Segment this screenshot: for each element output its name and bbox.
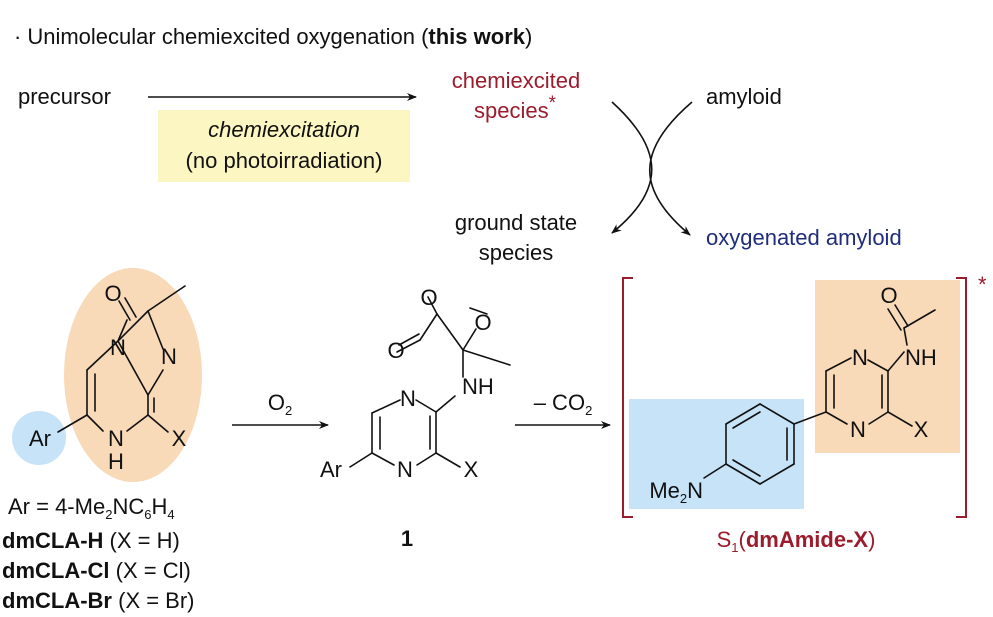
o2-reagent: O2	[268, 390, 292, 418]
dioxetanone-atom-N2: N	[397, 457, 413, 482]
carbonyl-atom-O: O	[387, 338, 404, 363]
cross-arrow-left	[611, 101, 653, 234]
product-atom-N2: N	[850, 417, 866, 442]
dioxetanone-atom-X: X	[464, 457, 479, 482]
dmcla-atom-N-pyrazine: N	[108, 426, 124, 451]
dmcla-atom-Ar: Ar	[29, 426, 51, 451]
no-photoirradiation-label: (no photoirradiation)	[186, 148, 383, 173]
excited-state-asterisk: *	[978, 272, 987, 297]
dioxetane-atom-O2: O	[474, 310, 491, 335]
product-atom-NH: NH	[905, 345, 937, 370]
product-label: S1(dmAmide-X)	[717, 527, 876, 555]
chemiexcited-species-line2: species*	[474, 93, 557, 123]
ground-state-line1: ground state	[455, 210, 577, 235]
dioxetane-atom-O1: O	[420, 285, 437, 310]
dioxetanone-atom-Ar: Ar	[320, 457, 342, 482]
compound-dmcla-h: dmCLA-H (X = H)	[2, 528, 180, 553]
compound-dmcla-br: dmCLA-Br (X = Br)	[2, 588, 195, 613]
dioxetanone-atom-N1: N	[400, 386, 416, 411]
bracket-right	[956, 277, 967, 518]
product-atom-N1: N	[852, 345, 868, 370]
compound-1-label: 1	[401, 526, 413, 551]
ground-state-line2: species	[479, 240, 554, 265]
dimethylaniline-highlight	[629, 399, 804, 509]
dmcla-skeleton	[57, 285, 186, 433]
oxygenated-amyloid-label: oxygenated amyloid	[706, 225, 902, 250]
dmcla-atom-N-bridge: N	[110, 335, 126, 360]
dmcla-atom-H: H	[108, 449, 124, 474]
dioxetanone-skeleton	[349, 296, 511, 468]
dmcla-atom-O: O	[104, 281, 121, 306]
dioxetanone-atom-NH: NH	[462, 374, 494, 399]
dmcla-atom-N-imidazole: N	[161, 344, 177, 369]
compound-dmcla-cl: dmCLA-Cl (X = Cl)	[2, 558, 191, 583]
co2-reagent: – CO2	[534, 390, 593, 418]
chemiexcited-species-line1: chemiexcited	[452, 68, 580, 93]
product-atom-X: X	[914, 417, 929, 442]
precursor-label: precursor	[18, 84, 111, 109]
bracket-left	[622, 277, 633, 518]
ar-definition: Ar = 4-Me2NC6H4	[8, 494, 175, 522]
aryl-highlight	[12, 411, 66, 465]
chemiexcitation-highlight	[158, 110, 410, 182]
imidazopyrazinone-highlight	[64, 268, 202, 482]
product-skeleton	[703, 304, 936, 485]
chemiexcitation-label: chemiexcitation	[208, 117, 360, 142]
amyloid-label: amyloid	[706, 84, 782, 109]
header-title: ·Unimolecular chemiexcited oxygenation (…	[14, 24, 532, 49]
product-atom-O: O	[880, 283, 897, 308]
product-dimethylamino: Me2N	[649, 478, 703, 506]
dmcla-atom-X: X	[172, 426, 187, 451]
cross-arrow-right	[648, 101, 693, 236]
